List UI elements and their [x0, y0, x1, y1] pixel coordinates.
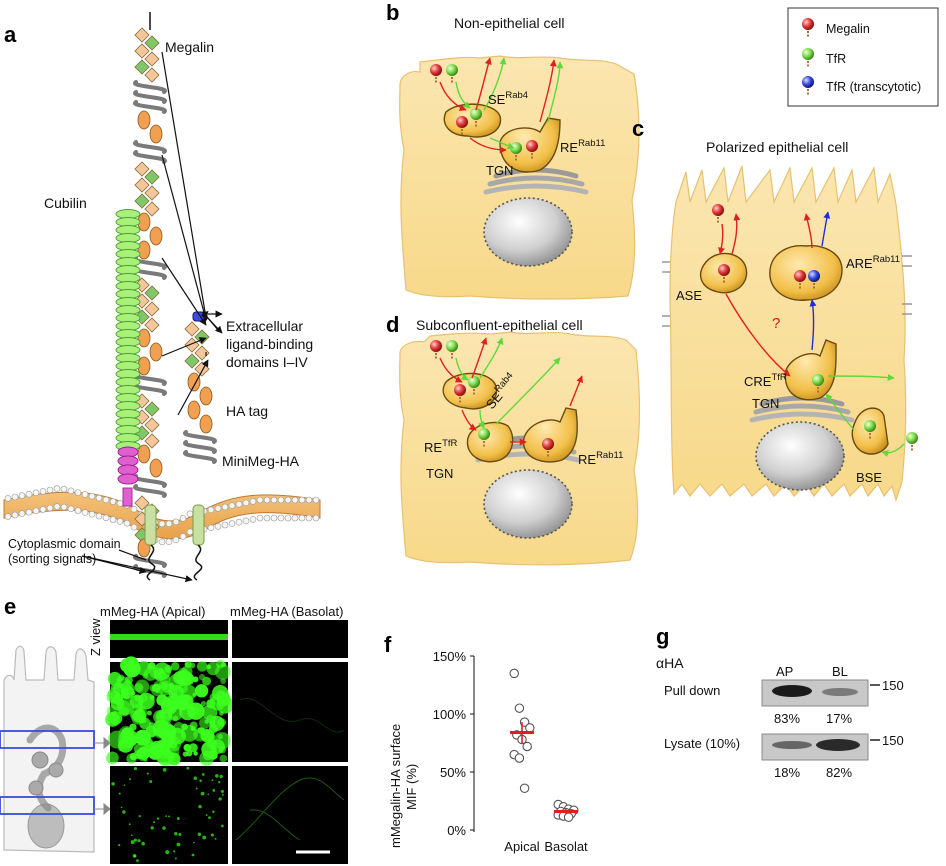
endosome-cre	[784, 339, 837, 401]
col-apical-label: mMeg-HA (Apical)	[100, 604, 205, 619]
are-label: ARERab11	[846, 254, 900, 271]
ase-label: ASE	[676, 288, 702, 303]
panel-c: c Polarized epithelial cell ? ASE AR	[632, 116, 919, 503]
tgn-label-b: TGN	[486, 163, 513, 178]
tgn-label-d: TGN	[426, 466, 453, 481]
cubilin-receptor	[115, 209, 141, 507]
panel-f: f mMegalin-HA surface MIF (%) 0% 50% 100% 1…	[384, 632, 588, 854]
domains-label-line3: domains I–IV	[226, 354, 308, 370]
f-ylabel-line2: MIF (%)	[404, 764, 419, 810]
f-point	[525, 723, 535, 733]
cre-label: CRETfR	[744, 372, 787, 389]
f-ytick-label: 150%	[433, 649, 467, 664]
f-point	[514, 703, 525, 713]
band-lysate-ap	[772, 741, 812, 749]
nucleus-d	[483, 469, 573, 539]
panel-f-letter: f	[384, 632, 392, 657]
f-point	[519, 783, 530, 793]
f-ytick-label: 0%	[447, 823, 466, 838]
lane-ap-label: AP	[776, 664, 793, 679]
micrograph-grid	[105, 620, 348, 864]
domains-label-line2: ligand-binding	[226, 336, 313, 352]
panel-c-title: Polarized epithelial cell	[706, 139, 848, 155]
re-tfr-label: RETfR	[424, 438, 458, 455]
f-ylabel-line1: mMegalin-HA surface	[388, 724, 403, 848]
panel-g: g αHA AP BL Pull down Lysate (10%) 150 1…	[656, 624, 904, 780]
endosome-se-b	[443, 103, 502, 138]
band-lysate-bl	[816, 739, 860, 751]
f-point	[509, 668, 519, 679]
tgn-label-c: TGN	[752, 396, 779, 411]
f-category-label: Basolat	[544, 839, 588, 854]
lysate-pct-ap: 18%	[774, 765, 800, 780]
panel-d: d Subconfluent-epithelial cell SERab4 RE…	[386, 312, 641, 566]
re-label-b: RERab11	[560, 138, 605, 155]
antibody-label: αHA	[656, 655, 684, 671]
legend: Megalin TfR TfR (transcytotic)	[787, 7, 939, 107]
panel-d-title: Subconfluent-epithelial cell	[416, 317, 583, 333]
endosome-are	[769, 245, 843, 301]
bse-label: BSE	[856, 470, 882, 485]
panel-e-letter: e	[4, 594, 16, 619]
f-ytick-label: 100%	[433, 707, 467, 722]
panel-d-letter: d	[386, 312, 399, 337]
re-rab11-label-d: RERab11	[578, 450, 623, 467]
zview-label: Z view	[88, 618, 103, 656]
band-pulldown-ap	[772, 685, 812, 697]
minimeg-label: MiniMeg-HA	[222, 453, 300, 469]
cell-schematic	[0, 645, 111, 853]
pull-down-label: Pull down	[664, 683, 720, 698]
cytoplasmic-label-line2: (sorting signals)	[8, 552, 96, 566]
f-point	[522, 741, 532, 752]
panel-b-letter: b	[386, 0, 399, 25]
cytoplasmic-label-line1: Cytoplasmic domain	[8, 537, 121, 551]
panel-a-arrows	[81, 51, 223, 583]
panel-a-letter: a	[4, 22, 17, 47]
panel-b-title: Non-epithelial cell	[454, 15, 565, 31]
legend-tfr: TfR	[826, 52, 846, 66]
panel-a: a	[3, 12, 321, 583]
f-ytick-label: 50%	[440, 765, 466, 780]
se-label-b: SERab4	[488, 90, 528, 107]
legend-tfr-transcytotic: TfR (transcytotic)	[826, 80, 921, 94]
marker-150-top: 150	[882, 678, 904, 693]
legend-megalin: Megalin	[826, 22, 870, 36]
ha-tag-label: HA tag	[226, 403, 268, 419]
f-point	[514, 753, 525, 763]
cubilin-label: Cubilin	[44, 195, 87, 211]
question-mark: ?	[772, 315, 780, 332]
lysate-pct-bl: 82%	[826, 765, 852, 780]
panel-b: b Non-epithelial cell SERab4 RERab11 TGN	[386, 0, 640, 300]
minimeg-ha-receptor	[183, 311, 217, 581]
band-pulldown-bl	[822, 688, 858, 696]
domains-label-line1: Extracellular	[226, 318, 303, 334]
col-basolat-label: mMeg-HA (Basolat)	[230, 604, 343, 619]
panel-c-letter: c	[632, 116, 644, 141]
megalin-label: Megalin	[165, 39, 214, 55]
nucleus-b	[483, 197, 573, 267]
endosome-re-rab11-d	[522, 407, 578, 463]
lane-bl-label: BL	[832, 664, 848, 679]
lysate-label: Lysate (10%)	[664, 736, 740, 751]
f-category-label: Apical	[504, 839, 540, 854]
pull-pct-bl: 17%	[826, 711, 852, 726]
pull-pct-ap: 83%	[774, 711, 800, 726]
panel-g-letter: g	[656, 624, 669, 649]
f-point	[563, 812, 574, 822]
nucleus-c	[755, 421, 845, 491]
panel-e: e mMeg-HA (Apical) mMeg-HA (Basolat) Z v…	[0, 594, 348, 864]
marker-150-bottom: 150	[882, 733, 904, 748]
